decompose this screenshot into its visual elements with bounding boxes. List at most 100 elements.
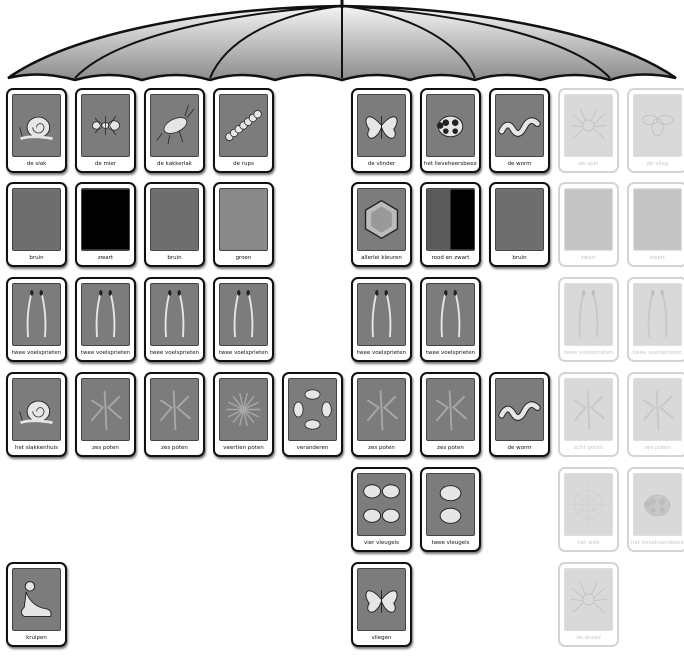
card-label: vier vleugels [355,538,408,548]
card-picture [426,473,475,536]
word-card[interactable]: twee voelsprieten [420,277,481,362]
word-card[interactable]: twee voelsprieten [75,277,136,362]
card-label: de rups [217,159,270,169]
card-picture [150,283,199,346]
card-picture [12,283,61,346]
card-label: zwart [631,253,684,263]
card-picture [426,94,475,157]
card-picture [426,188,475,251]
word-card[interactable]: twee voelsprieten [144,277,205,362]
word-card[interactable]: zwart [627,182,684,267]
word-card[interactable]: rood en zwart [420,182,481,267]
card-label: twee voelsprieten [79,348,132,358]
word-card[interactable]: twee voelsprieten [351,277,412,362]
card-label: zes poten [355,443,408,453]
card-picture [633,188,682,251]
word-card[interactable]: zes poten [627,372,684,457]
card-picture [564,283,613,346]
word-card[interactable]: allerlei kleuren [351,182,412,267]
word-card[interactable]: kruipen [6,562,67,647]
card-label: vliegen [355,633,408,643]
card-label: twee voelsprieten [10,348,63,358]
word-card[interactable]: de worm [489,372,550,457]
word-card[interactable]: twee vleugels [420,467,481,552]
word-card[interactable]: het web [558,467,619,552]
card-picture [564,94,613,157]
card-label: bruin [493,253,546,263]
word-card[interactable]: twee voelsprieten [627,277,684,362]
word-card[interactable]: de spin [558,88,619,173]
word-card[interactable]: de worm [489,88,550,173]
word-card[interactable]: de vlieg [627,88,684,173]
card-picture [219,283,268,346]
word-card[interactable]: de rups [213,88,274,173]
word-card[interactable]: de vlinder [351,88,412,173]
card-label: bruin [10,253,63,263]
card-picture [81,283,130,346]
card-label: twee voelsprieten [217,348,270,358]
word-card[interactable]: veertien poten [213,372,274,457]
card-label: de vlieg [631,159,684,169]
card-label: twee voelsprieten [355,348,408,358]
card-picture [81,94,130,157]
card-picture [495,188,544,251]
word-card[interactable]: veranderen [282,372,343,457]
card-picture [219,378,268,441]
card-picture [357,473,406,536]
card-label: zes poten [148,443,201,453]
card-picture [426,283,475,346]
word-card[interactable]: het slakkenhuis [6,372,67,457]
word-card[interactable]: de slak [6,88,67,173]
card-label: de worm [493,159,546,169]
word-card[interactable]: vliegen [351,562,412,647]
card-picture [288,378,337,441]
card-picture [219,94,268,157]
word-card[interactable]: het lieveheersbeestje [627,467,684,552]
card-label: twee voelsprieten [562,348,615,358]
word-card[interactable]: zes poten [75,372,136,457]
word-card[interactable]: bruin [489,182,550,267]
card-label: acht poten [562,443,615,453]
card-picture [564,473,613,536]
word-card[interactable]: groen [213,182,274,267]
word-card[interactable]: zwart [75,182,136,267]
card-picture [564,568,613,631]
card-label: de worm [493,443,546,453]
word-card[interactable]: het lieveheersbeestje [420,88,481,173]
card-label: twee voelsprieten [631,348,684,358]
card-picture [81,378,130,441]
word-card[interactable]: acht poten [558,372,619,457]
word-card[interactable]: de kakkerlak [144,88,205,173]
card-label: het lieveheersbeestje [631,538,684,548]
card-picture [633,283,682,346]
card-label: de slak [10,159,63,169]
card-picture [219,188,268,251]
card-label: de vlinder [355,159,408,169]
word-card[interactable]: zes poten [420,372,481,457]
card-label: de kakkerlak [148,159,201,169]
word-card[interactable]: de draad [558,562,619,647]
card-picture [357,188,406,251]
card-picture [357,378,406,441]
card-label: bruin [148,253,201,263]
card-label: het web [562,538,615,548]
word-card[interactable]: zwart [558,182,619,267]
card-label: veertien poten [217,443,270,453]
word-card[interactable]: de mier [75,88,136,173]
card-label: zwart [562,253,615,263]
word-card[interactable]: bruin [144,182,205,267]
card-label: veranderen [286,443,339,453]
word-card[interactable]: bruin [6,182,67,267]
card-label: kruipen [10,633,63,643]
card-label: het lieveheersbeestje [424,159,477,169]
card-picture [12,94,61,157]
card-label: het slakkenhuis [10,443,63,453]
word-card[interactable]: twee voelsprieten [558,277,619,362]
word-card[interactable]: twee voelsprieten [213,277,274,362]
word-card[interactable]: zes poten [351,372,412,457]
card-label: allerlei kleuren [355,253,408,263]
card-label: de mier [79,159,132,169]
word-card[interactable]: zes poten [144,372,205,457]
word-card[interactable]: vier vleugels [351,467,412,552]
word-card[interactable]: twee voelsprieten [6,277,67,362]
